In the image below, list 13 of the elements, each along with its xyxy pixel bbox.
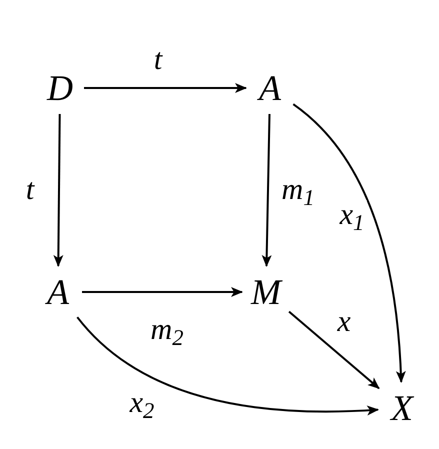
math-symbol: X	[382, 386, 422, 430]
arrow	[288, 310, 380, 390]
arrow	[53, 114, 64, 267]
arrow	[76, 316, 379, 416]
arrow	[262, 114, 272, 267]
arrow	[82, 287, 243, 297]
edge-label: x$_{1}$	[338, 200, 366, 230]
math-symbol: A	[250, 66, 290, 110]
math-symbol: M	[246, 270, 286, 314]
math-symbol: A	[38, 270, 78, 314]
arrow	[292, 103, 406, 383]
math-symbol: D	[40, 66, 80, 110]
arrow	[84, 83, 247, 93]
